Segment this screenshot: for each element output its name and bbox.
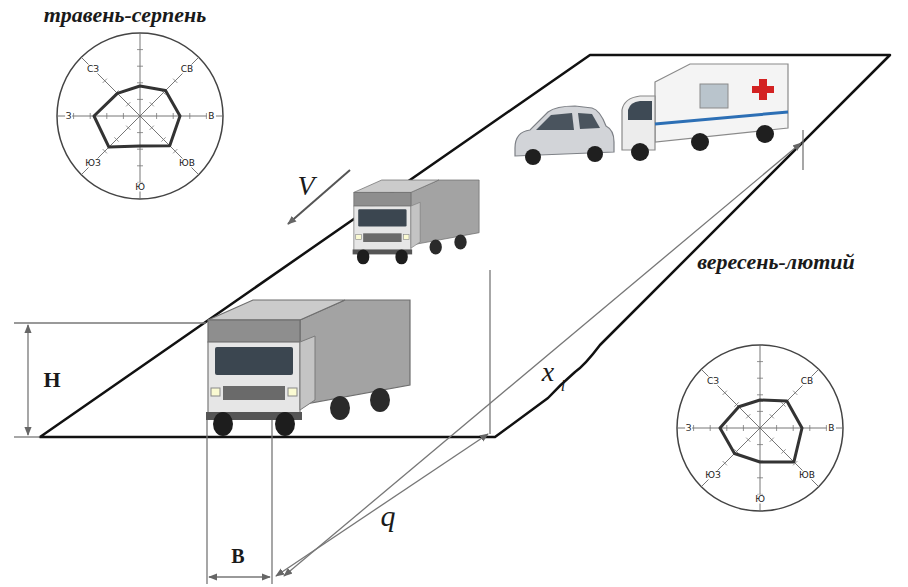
compass-direction: З	[685, 424, 693, 433]
compass-direction: З	[65, 112, 73, 121]
compass-direction: СЗ	[86, 65, 100, 74]
truck-front	[206, 300, 410, 436]
compass-direction: СЗ	[706, 377, 720, 386]
compass-direction: ЮЗ	[84, 158, 102, 167]
dimension-label: x	[542, 358, 554, 386]
compass-direction: В	[827, 424, 835, 433]
velocity-label: V	[297, 172, 314, 200]
height-dimension	[27, 325, 28, 435]
compass-direction: ЮВ	[798, 470, 816, 479]
dimension-label: q	[381, 501, 396, 531]
compass-direction: Ю	[134, 183, 146, 192]
compass-direction: ЮВ	[178, 158, 196, 167]
spacing-dimension	[276, 434, 488, 576]
dimension-label: H	[43, 369, 60, 391]
season-label: вересень-лютий	[697, 251, 855, 273]
wind-rose-winter	[677, 345, 843, 511]
truck-middle	[353, 180, 479, 264]
compass-direction: Ю	[754, 495, 766, 504]
ambulance	[622, 64, 788, 161]
compass-direction: СВ	[800, 377, 814, 386]
dimension-subscript: i	[561, 378, 565, 394]
season-label: травень-серпень	[44, 4, 207, 26]
compass-direction: СВ	[180, 65, 194, 74]
wind-arrow	[288, 170, 350, 224]
car	[515, 106, 614, 165]
width-dimension	[209, 576, 270, 577]
wind-rose-summer	[57, 33, 223, 199]
compass-direction: В	[207, 112, 215, 121]
compass-direction: ЮЗ	[704, 470, 722, 479]
dimension-label: B	[231, 546, 244, 566]
